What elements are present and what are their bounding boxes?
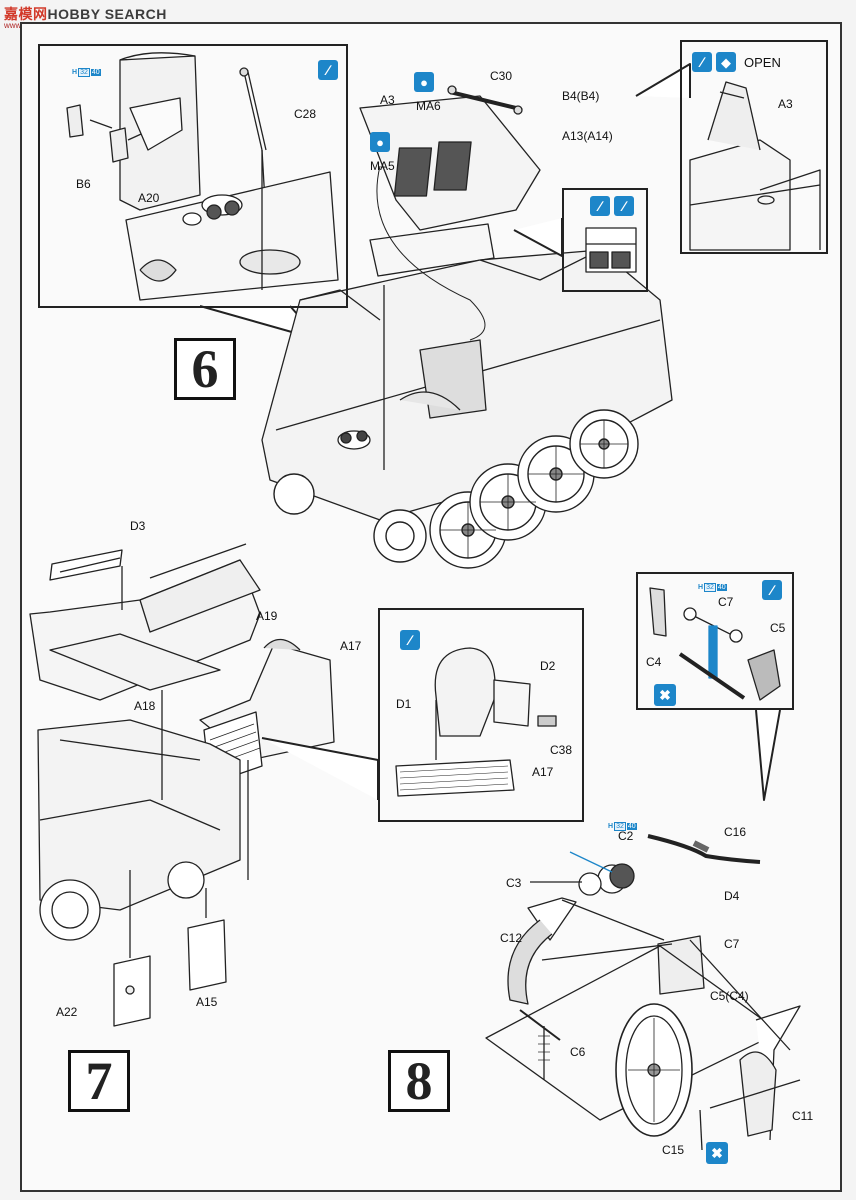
- glue-icon: ∕: [762, 580, 782, 600]
- label-c6: C6: [570, 1045, 586, 1059]
- remove-icon: ✖: [654, 684, 676, 706]
- remove-icon: ✖: [706, 1142, 728, 1164]
- glue-icon: ∕: [590, 196, 610, 216]
- grille-inset-view: [585, 227, 637, 273]
- step-number-8: 8: [388, 1050, 450, 1112]
- label-c11: C11: [792, 1109, 814, 1123]
- label-ma6: MA6: [416, 99, 441, 113]
- label-a17: A17: [340, 639, 362, 653]
- label-c3: C3: [506, 876, 522, 890]
- step8-inset: [636, 572, 794, 710]
- label-d2: D2: [540, 659, 556, 673]
- water-drop-icon: ●: [414, 72, 434, 92]
- label-c12: C12: [500, 931, 523, 945]
- label-a22: A22: [56, 1005, 78, 1019]
- step7-seat-parts: [29, 543, 335, 1027]
- water-drop-icon: ●: [370, 132, 390, 152]
- glue-icon: ∕: [318, 60, 338, 80]
- label-a17-inset: A17: [532, 765, 554, 779]
- glue-icon: ∕: [614, 196, 634, 216]
- louver-inset: [395, 647, 557, 797]
- label-b4: B4(B4): [562, 89, 600, 103]
- label-c28: C28: [294, 107, 317, 121]
- label-c30: C30: [490, 69, 513, 83]
- label-c7: C7: [724, 937, 740, 951]
- step-number-7: 7: [68, 1050, 130, 1112]
- label-c16: C16: [724, 825, 747, 839]
- label-c7-inset: C7: [718, 595, 734, 609]
- label-c4: C4: [646, 655, 662, 669]
- watermark: 嘉模网HOBBY SEARCH: [4, 4, 167, 24]
- watermark-cn: 嘉模网: [4, 6, 48, 22]
- label-a3-inset: A3: [778, 97, 793, 111]
- step6-grille-inset: [562, 188, 648, 292]
- label-d4: D4: [724, 889, 740, 903]
- label-c5: C5: [770, 621, 786, 635]
- label-c5c4: C5(C4): [710, 989, 749, 1003]
- open-icon: ◆: [716, 52, 736, 72]
- step6-seat-inset: [38, 44, 348, 308]
- label-c38: C38: [550, 743, 573, 757]
- step8-inset-parts: [649, 587, 781, 701]
- label-d3: D3: [130, 519, 146, 533]
- step6-hull: [261, 85, 673, 569]
- label-d1: D1: [396, 697, 412, 711]
- step-number-6: 6: [174, 338, 236, 400]
- step8-trailer: [485, 834, 801, 1151]
- label-a20: A20: [138, 191, 160, 205]
- label-a15: A15: [196, 995, 218, 1009]
- step6-open-inset: [680, 40, 828, 254]
- label-a3: A3: [380, 93, 395, 107]
- label-a18: A18: [134, 699, 156, 713]
- label-c2: C2: [618, 829, 634, 843]
- label-open: OPEN: [744, 55, 781, 70]
- step7-louver-inset: [378, 608, 584, 822]
- open-hatch-view: [689, 81, 821, 251]
- glue-icon: ∕: [400, 630, 420, 650]
- seat-lever-assembly: [66, 52, 339, 301]
- glue-icon: ∕: [692, 52, 712, 72]
- label-c15: C15: [662, 1143, 685, 1157]
- label-a19: A19: [256, 609, 278, 623]
- watermark-en: HOBBY SEARCH: [47, 6, 167, 22]
- label-b6: B6: [76, 177, 91, 191]
- label-ma5: MA5: [370, 159, 395, 173]
- label-a13: A13(A14): [562, 129, 613, 143]
